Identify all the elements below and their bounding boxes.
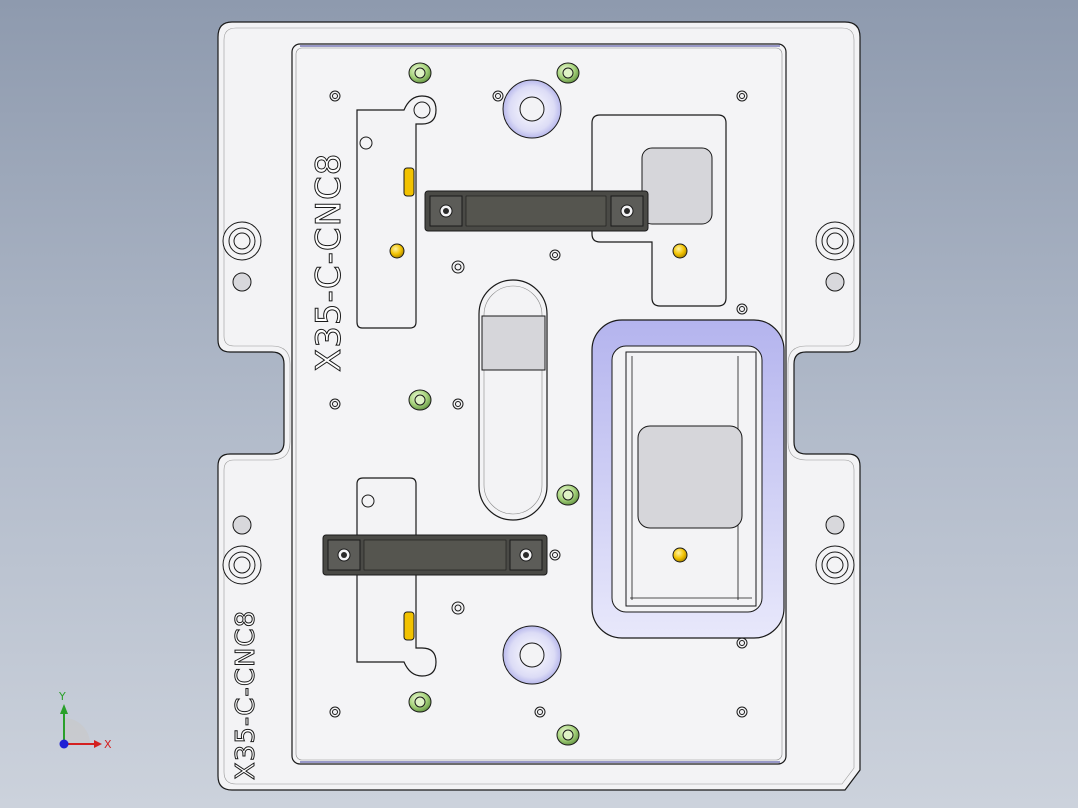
- pocket-window: [641, 147, 713, 225]
- triad-y-label: Y: [58, 690, 66, 703]
- base-mounting-holes: [222, 221, 855, 585]
- locator-plate-lower-left: [356, 477, 437, 677]
- base-plate-inner-edge: [223, 27, 855, 785]
- clamp-bar-lower: [322, 534, 548, 576]
- nest-window: [637, 425, 743, 529]
- small-holes: [329, 90, 748, 718]
- boss-bottom: [502, 625, 562, 685]
- locator-hole: [359, 136, 373, 150]
- yellow-stop-lower: [403, 611, 415, 641]
- locator-plate-upper-left: [356, 95, 437, 329]
- slot-window: [481, 315, 546, 371]
- boss-top: [502, 79, 562, 139]
- triad-icon: Y X: [58, 690, 112, 751]
- locator-hole: [413, 101, 431, 119]
- green-pins: [408, 62, 580, 746]
- locator-hole: [361, 494, 375, 508]
- yellow-pins: [389, 243, 688, 563]
- yellow-stop-upper: [403, 167, 415, 197]
- clamp-bar-upper: [424, 190, 649, 232]
- engraving-large: X35-C-CNC8: [309, 153, 349, 372]
- engraving-small: X35-C-CNC8: [231, 610, 261, 780]
- triad-x-label: X: [104, 738, 112, 751]
